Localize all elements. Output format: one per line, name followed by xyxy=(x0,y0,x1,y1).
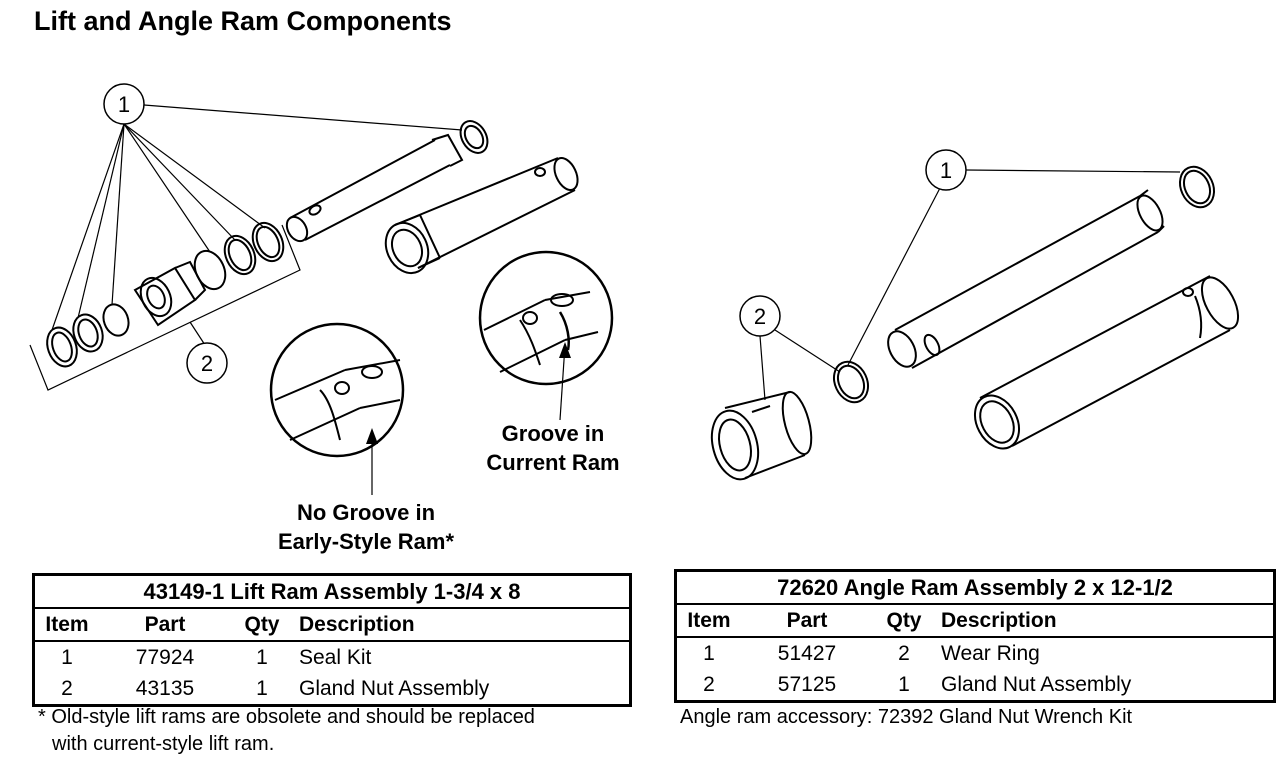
table-row: 1 51427 2 Wear Ring xyxy=(676,637,1275,669)
cell: Gland Nut Assembly xyxy=(941,672,1132,696)
lift-callout-1: 1 xyxy=(118,92,130,117)
no-groove-label: No Groove in Early-Style Ram* xyxy=(256,498,476,556)
groove-label: Groove in Current Ram xyxy=(468,419,638,477)
angle-callout-2: 2 xyxy=(754,304,766,329)
angle-callout-1: 1 xyxy=(940,158,952,183)
lift-footnote-line2: with current-style lift ram. xyxy=(52,733,275,755)
angle-col-qty: Qty xyxy=(873,604,935,638)
lift-callout-2: 2 xyxy=(201,351,213,376)
cell: 57125 xyxy=(777,672,837,696)
angle-col-item: Item xyxy=(675,604,741,638)
angle-accessory-note: Angle ram accessory: 72392 Gland Nut Wre… xyxy=(680,706,1133,728)
cell: 1 xyxy=(256,645,268,669)
lift-footnote: * Old-style lift rams are obsolete and s… xyxy=(38,704,535,758)
lift-parts-table: 43149-1 Lift Ram Assembly 1-3/4 x 8 Item… xyxy=(32,573,632,707)
lift-ram-drawing xyxy=(29,83,614,495)
table-row: 2 57125 1 Gland Nut Assembly xyxy=(676,669,1275,702)
lift-col-description: Description xyxy=(293,608,631,642)
lift-col-item: Item xyxy=(33,608,99,642)
cell: 1 xyxy=(898,672,910,696)
cell: 43135 xyxy=(135,676,195,700)
angle-col-description: Description xyxy=(935,604,1275,638)
groove-line2: Current Ram xyxy=(486,450,620,475)
cell: 2 xyxy=(61,676,73,700)
cell: Seal Kit xyxy=(299,645,372,669)
cell: Gland Nut Assembly xyxy=(299,676,490,700)
angle-col-part: Part xyxy=(741,604,873,638)
cell: 51427 xyxy=(777,641,837,665)
cell: 2 xyxy=(703,672,715,696)
table-row: 2 43135 1 Gland Nut Assembly xyxy=(34,673,631,706)
no-groove-line1: No Groove in xyxy=(296,500,436,525)
groove-line1: Groove in xyxy=(501,421,605,446)
cell: 1 xyxy=(256,676,268,700)
cell: 2 xyxy=(898,641,910,665)
lift-footnote-line1: * Old-style lift rams are obsolete and s… xyxy=(38,706,535,728)
angle-table-caption: 72620 Angle Ram Assembly 2 x 12-1/2 xyxy=(675,570,1275,605)
angle-ram-drawing xyxy=(710,149,1240,481)
cell: 1 xyxy=(61,645,73,669)
cell: 77924 xyxy=(135,645,195,669)
lift-table-caption: 43149-1 Lift Ram Assembly 1-3/4 x 8 xyxy=(33,574,631,609)
cell: 1 xyxy=(703,641,715,665)
page-title: Lift and Angle Ram Components xyxy=(34,6,452,36)
lift-col-part: Part xyxy=(99,608,231,642)
angle-parts-table: 72620 Angle Ram Assembly 2 x 12-1/2 Item… xyxy=(674,569,1276,703)
no-groove-line2: Early-Style Ram* xyxy=(277,529,455,554)
lift-col-qty: Qty xyxy=(231,608,293,642)
cell: Wear Ring xyxy=(941,641,1040,665)
table-row: 1 77924 1 Seal Kit xyxy=(34,641,631,673)
